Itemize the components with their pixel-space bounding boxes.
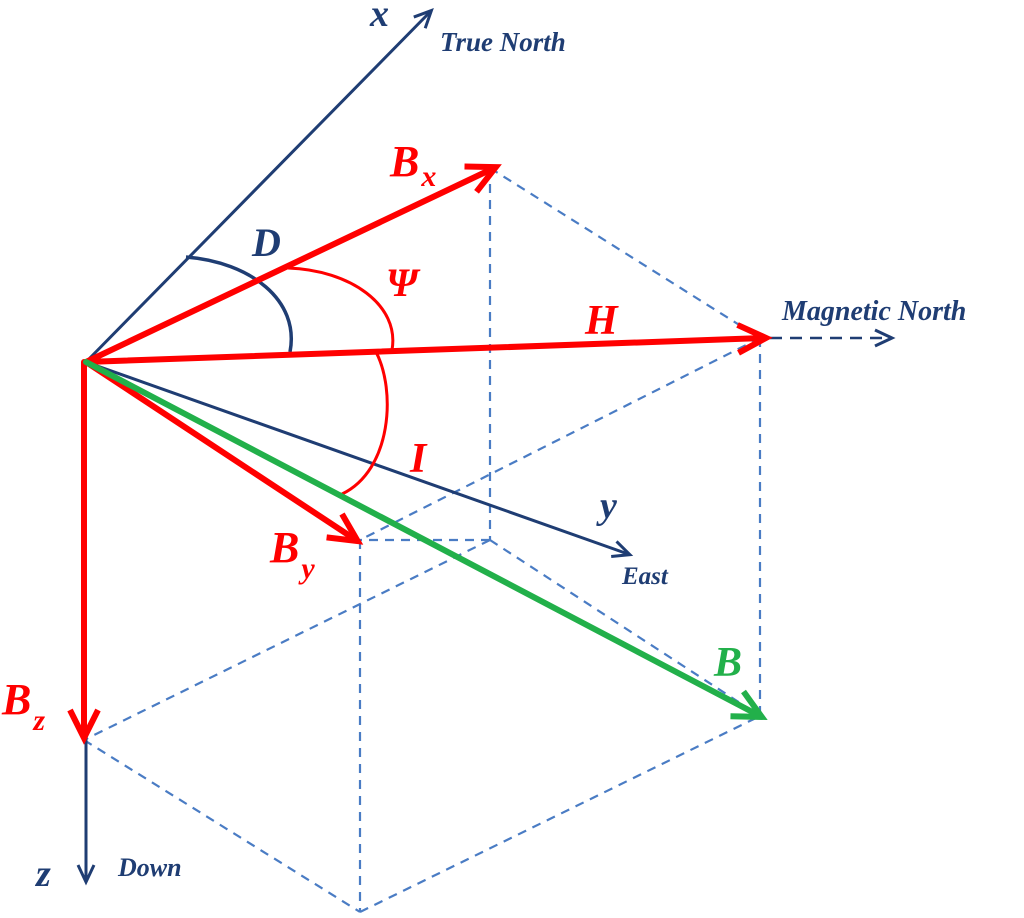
guide-origin-plane-bx <box>489 539 761 717</box>
h-label: H <box>584 298 619 344</box>
by-vector <box>83 359 364 545</box>
bz-label-sub: z <box>32 704 45 737</box>
magnetic-north-label: Magnetic North <box>781 296 966 327</box>
component-vectors <box>67 163 773 745</box>
guide-bottom-to-b <box>359 715 761 913</box>
b-vector <box>83 359 768 721</box>
by-label: By <box>269 523 315 585</box>
bz-label-base: B <box>1 675 31 724</box>
b-label: B <box>713 640 742 686</box>
psi-arc <box>287 266 395 351</box>
declination-label: D <box>251 220 281 265</box>
bx-label-sub: x <box>420 160 436 193</box>
psi-label: Ψ <box>386 260 421 305</box>
bx-label: Bx <box>389 137 436 193</box>
x-axis-symbol: x <box>369 0 389 35</box>
by-label-base: B <box>269 523 299 572</box>
east-label: East <box>621 563 669 590</box>
axes <box>76 8 896 886</box>
declination-arc <box>185 255 293 353</box>
y-axis-symbol: y <box>596 485 617 527</box>
guide-bx-to-h <box>489 167 761 339</box>
inclination-arc <box>341 351 389 496</box>
bx-vector <box>83 163 502 365</box>
guide-bz-to-plane <box>83 539 491 741</box>
bx-label-base: B <box>389 137 419 186</box>
down-label: Down <box>117 853 182 882</box>
z-axis-symbol: z <box>34 853 51 895</box>
y-axis <box>85 360 634 559</box>
x-axis <box>84 8 434 364</box>
guide-bz-to-bottom <box>83 739 361 913</box>
bz-label: Bz <box>1 675 45 737</box>
inclination-label: I <box>409 436 428 482</box>
guide-box <box>83 167 762 913</box>
true-north-label: True North <box>440 27 566 57</box>
h-vector <box>83 322 773 365</box>
guide-h-to-by <box>359 337 761 541</box>
by-label-sub: y <box>298 552 315 585</box>
